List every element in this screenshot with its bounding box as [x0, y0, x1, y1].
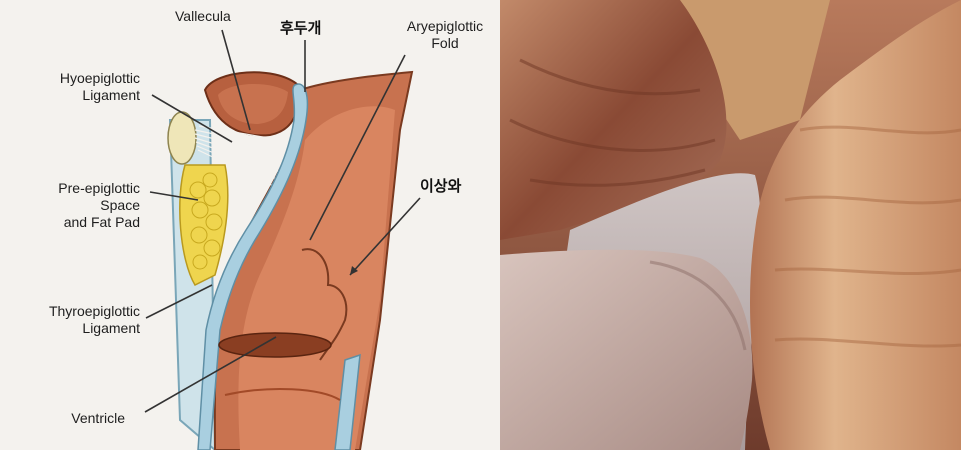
- hyoid-bone: [168, 112, 196, 164]
- canyon-photo-illustration: [500, 0, 961, 450]
- label-preepiglottic-line3: and Fat Pad: [0, 214, 140, 231]
- label-hyoepiglottic-line1: Hyoepiglottic: [0, 70, 140, 87]
- label-preepiglottic-line2: Space: [0, 197, 140, 214]
- label-vallecula: Vallecula: [175, 8, 231, 25]
- larynx-diagram: Vallecula 후두개 Aryepiglottic Fold Hyoepig…: [0, 0, 500, 450]
- canyon-boulder: [500, 250, 752, 450]
- ventricle-opening: [219, 333, 331, 357]
- label-aryepiglottic-line1: Aryepiglottic: [390, 18, 500, 35]
- label-ventricle: Ventricle: [0, 410, 125, 427]
- label-aryepiglottic-line2: Fold: [390, 35, 500, 52]
- label-epiglottis-ko: 후두개: [280, 20, 321, 37]
- label-pre-epiglottic-space: Pre-epiglottic Space and Fat Pad: [0, 180, 140, 231]
- label-thyroepiglottic-line2: Ligament: [0, 320, 140, 337]
- canyon-photo: [500, 0, 961, 450]
- label-aryepiglottic-fold: Aryepiglottic Fold: [390, 18, 500, 52]
- label-thyroepiglottic-ligament: Thyroepiglottic Ligament: [0, 303, 140, 337]
- label-piriform-ko: 이상와: [420, 178, 461, 195]
- label-preepiglottic-line1: Pre-epiglottic: [0, 180, 140, 197]
- label-hyoepiglottic-line2: Ligament: [0, 87, 140, 104]
- label-thyroepiglottic-line1: Thyroepiglottic: [0, 303, 140, 320]
- label-hyoepiglottic-ligament: Hyoepiglottic Ligament: [0, 70, 140, 104]
